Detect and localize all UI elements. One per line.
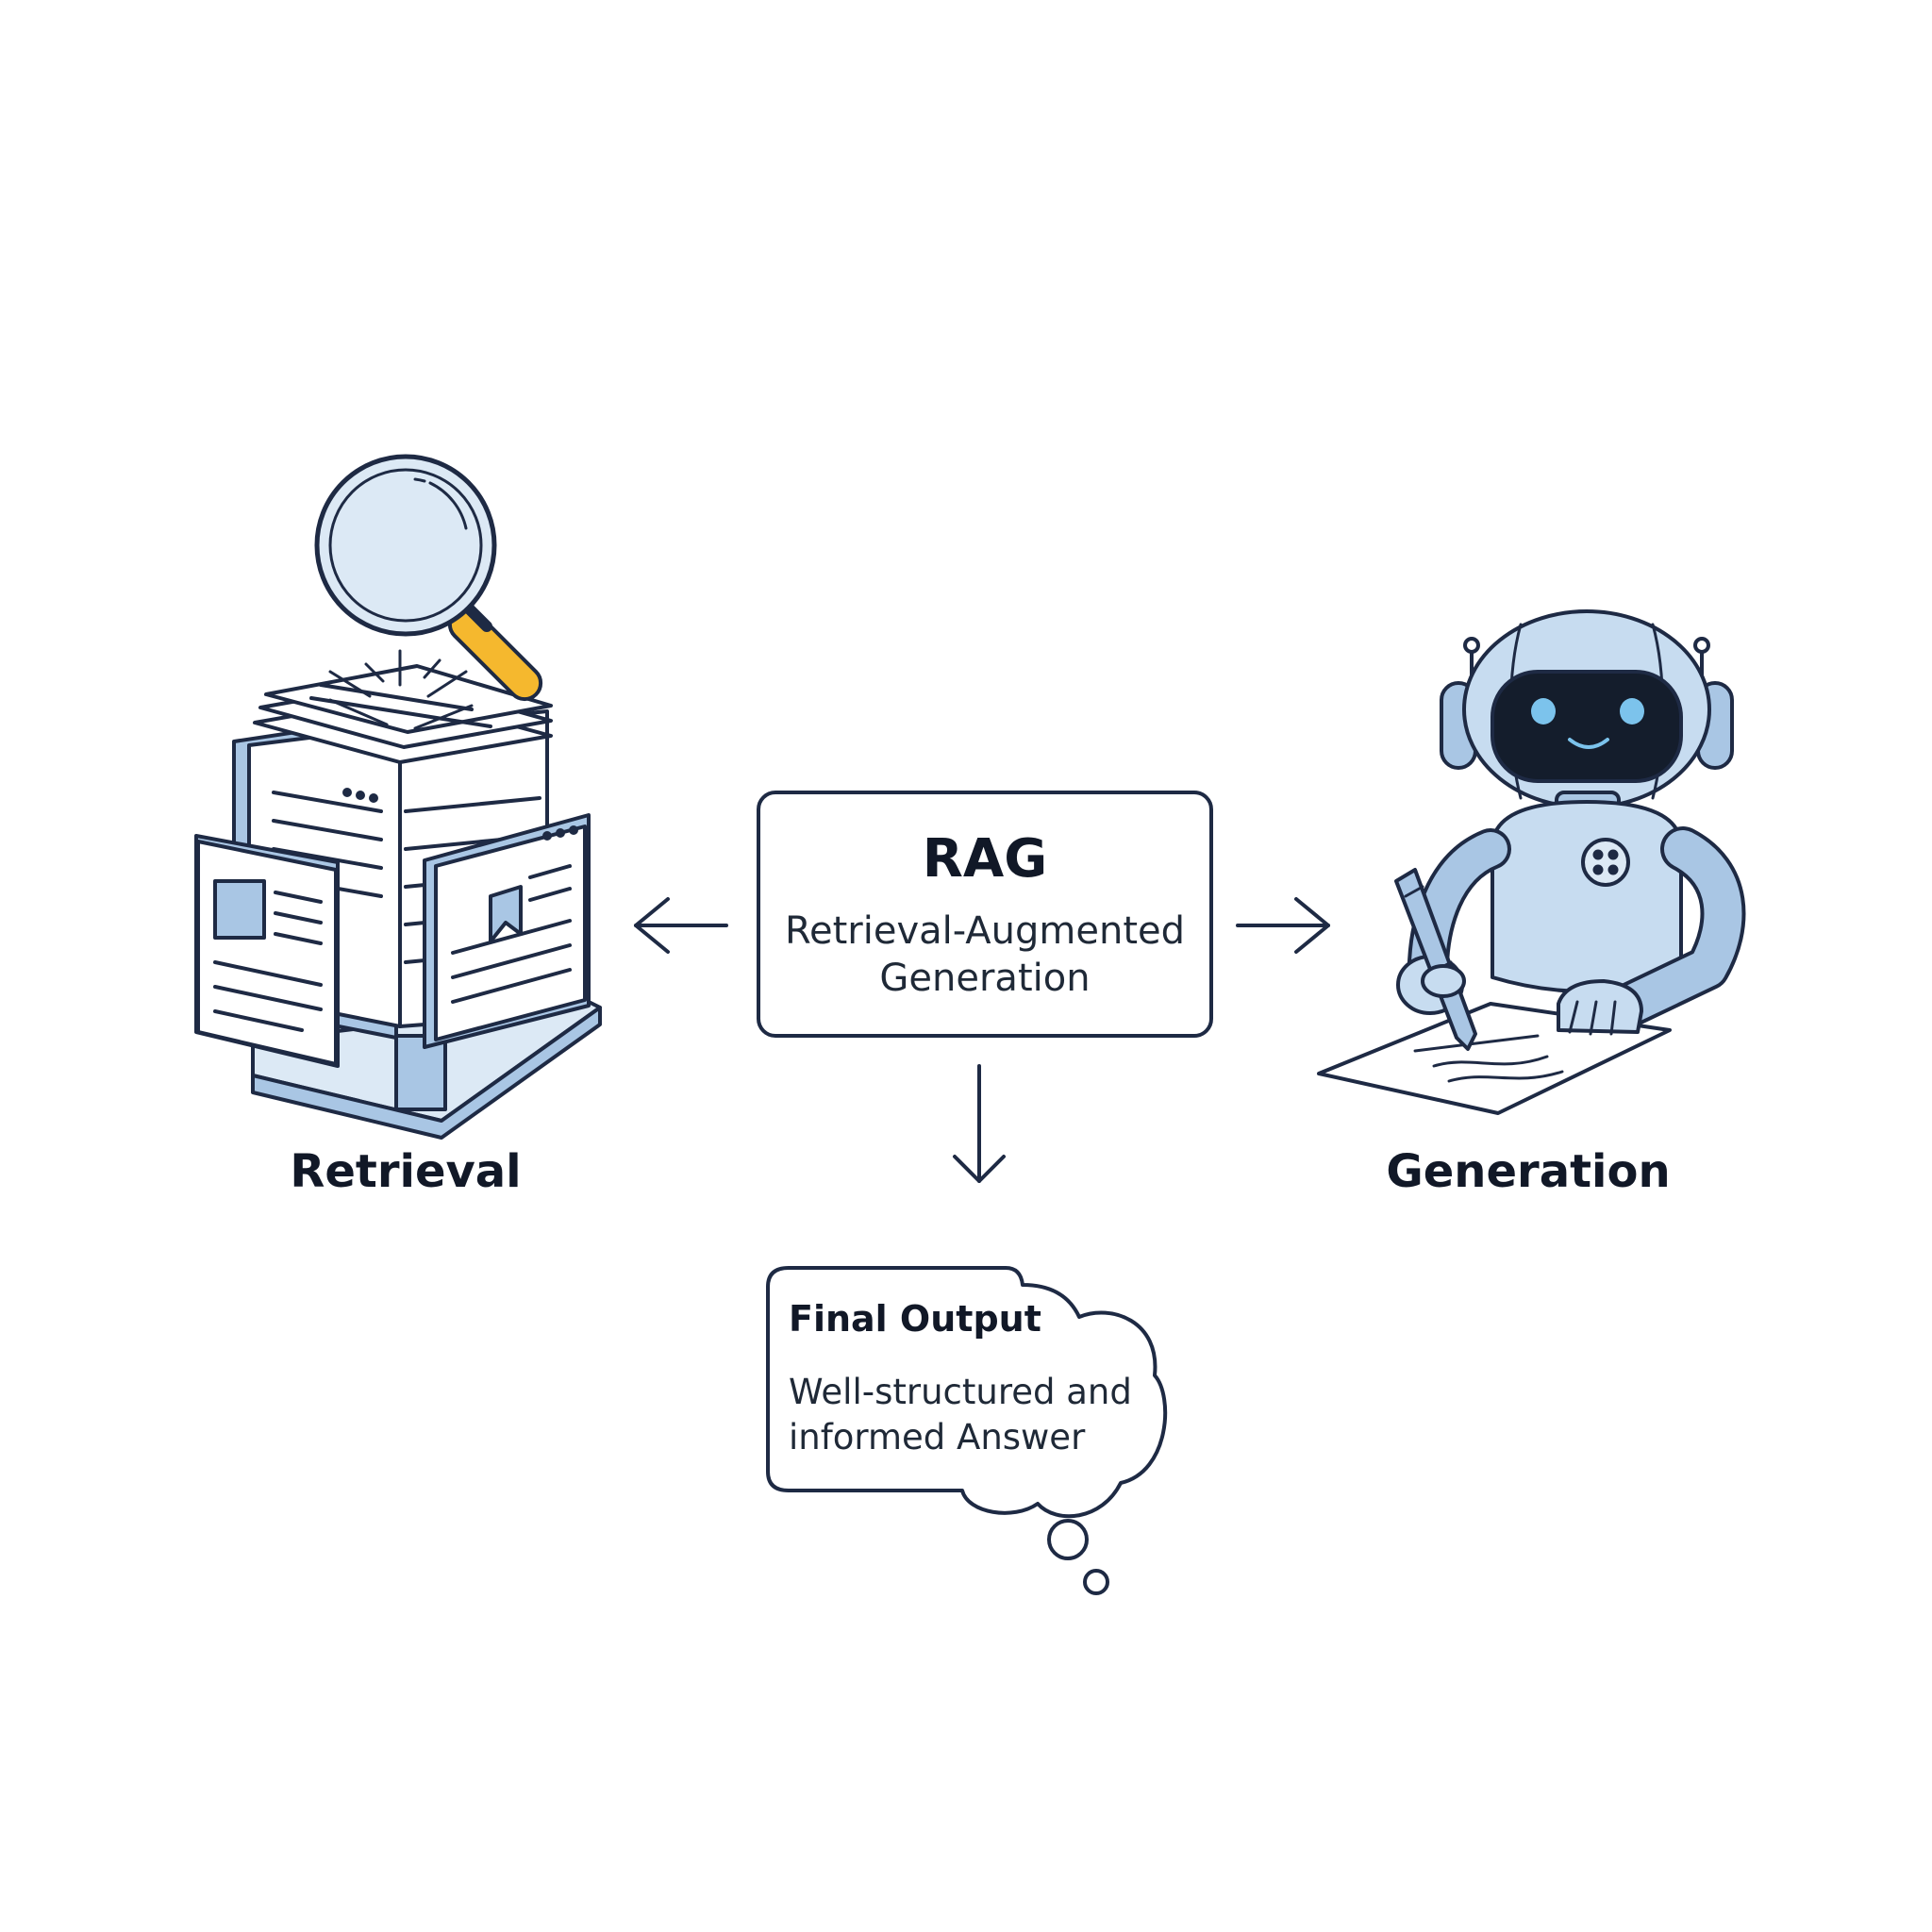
thought-dot-large <box>1047 1519 1089 1560</box>
chest-button <box>1581 838 1630 887</box>
front-page-right <box>423 813 591 1049</box>
final-output-bubble <box>766 1266 1168 1595</box>
generation-label: Generation <box>1386 1145 1671 1198</box>
magnifying-glass-icon <box>314 454 543 702</box>
front-page-left <box>194 834 340 1068</box>
right-arrow <box>1236 897 1330 954</box>
retrieval-label: Retrieval <box>290 1145 522 1198</box>
final-output-body: Well-structured and informed Answer <box>789 1372 1132 1457</box>
rag-title: RAG <box>922 828 1048 890</box>
eye-left <box>1531 698 1556 724</box>
sparkle-lines <box>328 649 474 730</box>
retrieval-illustration <box>194 454 602 1140</box>
final-output-title: Final Output <box>789 1298 1041 1340</box>
thought-dot-small <box>1083 1569 1109 1595</box>
eye-right <box>1620 698 1644 724</box>
left-arrow <box>634 897 728 954</box>
rag-box <box>757 791 1213 1038</box>
generation-illustration <box>1317 609 1746 1115</box>
pen-icon <box>1394 868 1477 1051</box>
rag-subtitle: Retrieval-Augmented Generation <box>784 909 1186 1000</box>
down-arrow <box>953 1064 1006 1183</box>
